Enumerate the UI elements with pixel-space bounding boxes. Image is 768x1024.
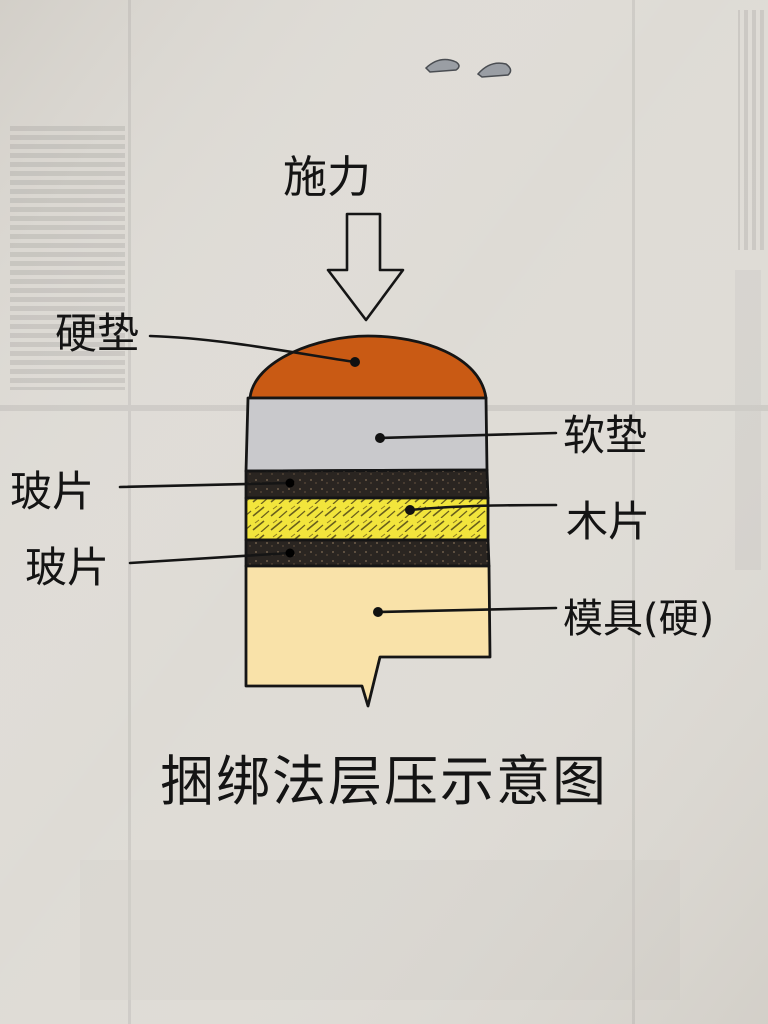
leader-mold [376, 606, 558, 614]
leader-soft-pad [378, 431, 558, 440]
dot-hard-pad [350, 357, 360, 367]
bleed-block-right [735, 270, 761, 570]
soft-pad-layer [244, 396, 489, 473]
dot-glass-slide-bottom [285, 548, 295, 558]
bleed-barcode-left [10, 125, 125, 390]
bleed-rule-vertical-left [128, 0, 131, 1024]
label-glass-slide-top: 玻片 [10, 467, 94, 516]
staple-marks [424, 58, 512, 78]
force-label: 施力 [283, 152, 371, 203]
leader-glass-slide-bottom [128, 551, 292, 565]
mold-block [244, 564, 492, 708]
label-wood-slice: 木片 [566, 497, 650, 546]
glass-slide-top-texture [247, 471, 487, 497]
leader-hard-pad [148, 334, 357, 364]
diagram-title: 捆绑法层压示意图 [160, 750, 608, 813]
label-glass-slide-bottom: 玻片 [25, 543, 109, 592]
leader-lines [118, 334, 558, 614]
leader-wood-slice [408, 503, 558, 512]
label-hard-pad: 硬垫 [55, 309, 139, 358]
staple-mark-left [424, 58, 460, 73]
hard-pad-layer [248, 334, 488, 400]
pointer-dots [285, 357, 415, 617]
layer-stack [244, 334, 492, 708]
force-arrow-icon [326, 212, 405, 322]
leader-glass-slide-top [118, 481, 292, 489]
dot-glass-slide-top [285, 478, 295, 488]
dot-mold [373, 607, 383, 617]
glass-slide-bottom-texture [247, 541, 488, 565]
bleed-rule-vertical-right [632, 0, 635, 1024]
bleed-barcode-right [738, 10, 766, 250]
wood-slice-texture [247, 499, 487, 539]
label-soft-pad: 软垫 [563, 411, 647, 460]
bleed-block-bottom [80, 860, 680, 1000]
dot-wood-slice [405, 505, 415, 515]
label-mold: 模具(硬) [563, 596, 714, 642]
staple-mark-right [476, 62, 512, 78]
dot-soft-pad [375, 433, 385, 443]
